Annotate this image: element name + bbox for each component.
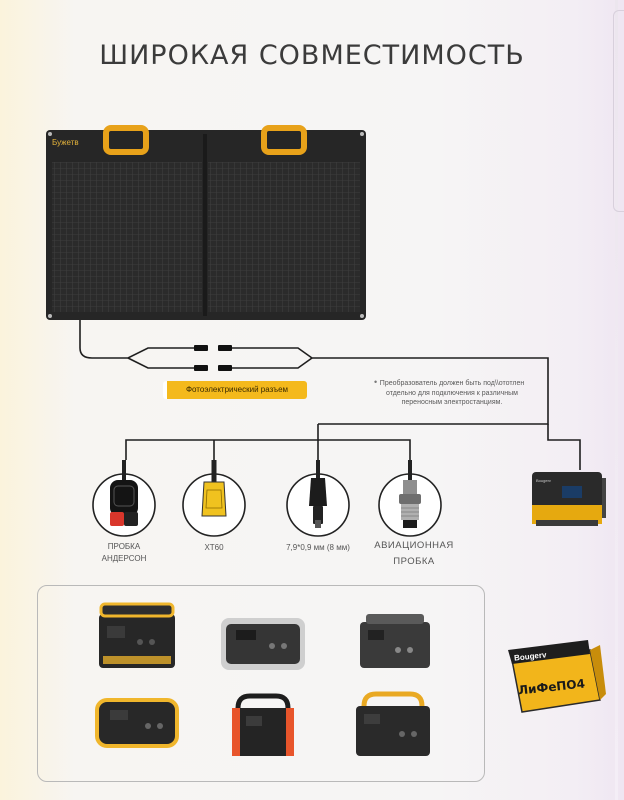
compatibility-note: Преобразователь должен быть под\\ототлен… (379, 380, 525, 406)
pv-connector-label: Фотоэлектрический разъем (163, 381, 307, 399)
charge-controller-icon: Bougerv (532, 472, 606, 526)
solar-panel-icon (46, 125, 366, 320)
right-edge-bracket (613, 10, 624, 212)
lifepo4-battery-icon (508, 640, 606, 713)
plug-label-dc-barrel: 7,9*0,9 мм (8 мм) (286, 543, 350, 552)
power-station-2-icon (221, 618, 305, 670)
power-station-3-icon (360, 614, 430, 668)
mc4-connectors-icon (194, 345, 232, 371)
plug-label-aviation: АВИАЦИОННАЯ ПРОБКА (374, 540, 454, 567)
panel-cables (79, 320, 549, 425)
compatible-devices-box (37, 585, 485, 782)
right-edge-line (615, 0, 618, 800)
page-title: ШИРОКАЯ СОВМЕСТИМОСТЬ (99, 40, 525, 71)
anderson-plug-icon (92, 460, 156, 537)
plug-label-anderson: ПРОБКА АНДЕРСОН (101, 542, 147, 563)
power-station-6-icon (356, 691, 430, 756)
svg-text:Bougerv: Bougerv (536, 478, 551, 483)
aviation-plug-icon (378, 460, 442, 537)
power-station-1-icon (99, 602, 175, 668)
note-bullet: • (374, 377, 378, 387)
plug-distribution-cables (125, 424, 581, 470)
panel-brand-label: Бужетв (52, 138, 79, 147)
power-station-5-icon (232, 693, 294, 756)
xt60-plug-icon (182, 460, 246, 537)
power-station-4-icon (95, 698, 179, 748)
plug-label-xt60: XT60 (204, 543, 224, 552)
dc-barrel-plug-icon (286, 460, 350, 537)
